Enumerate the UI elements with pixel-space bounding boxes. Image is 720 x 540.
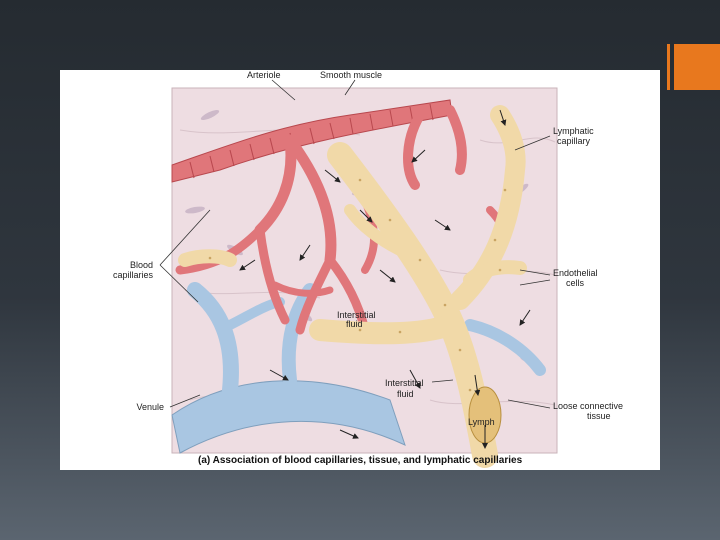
leader-lines	[159, 79, 551, 409]
label-interstitial-fluid-b-line2: fluid	[397, 389, 414, 399]
label-lymphatic-capillary-line1: Lymphatic	[553, 126, 594, 136]
label-lymphatic-capillary-line2: capillary	[557, 136, 591, 146]
diagram-illustration	[159, 79, 558, 468]
label-smooth-muscle: Smooth muscle	[320, 70, 383, 80]
accent-box	[674, 44, 720, 90]
label-interstitial-fluid-a-line2: fluid	[346, 319, 363, 329]
label-arteriole: Arteriole	[247, 70, 281, 80]
label-interstitial-fluid-a-line1: Interstitial	[337, 310, 376, 320]
figure-caption: (a) Association of blood capillaries, ti…	[198, 455, 523, 466]
flow-arrows	[239, 109, 531, 449]
label-lymph: Lymph	[468, 417, 495, 427]
lymphatic-dots	[208, 178, 507, 392]
label-endothelial-cells-line1: Endothelial	[553, 268, 598, 278]
label-loose-connective-tissue-line1: Loose connective	[553, 401, 624, 411]
label-blood-capillaries-line1: Blood	[129, 260, 153, 270]
label-loose-connective-tissue-line2: tissue	[587, 411, 611, 421]
label-blood-capillaries-line2: capillaries	[112, 270, 153, 280]
label-interstitial-fluid-b-line1: Interstitial	[385, 378, 424, 388]
label-venule: Venule	[136, 402, 164, 412]
accent-bar	[667, 44, 670, 90]
label-endothelial-cells-line2: cells	[566, 278, 585, 288]
diagram-figure: Arteriole Smooth muscle Lymphatic capill…	[60, 70, 660, 470]
